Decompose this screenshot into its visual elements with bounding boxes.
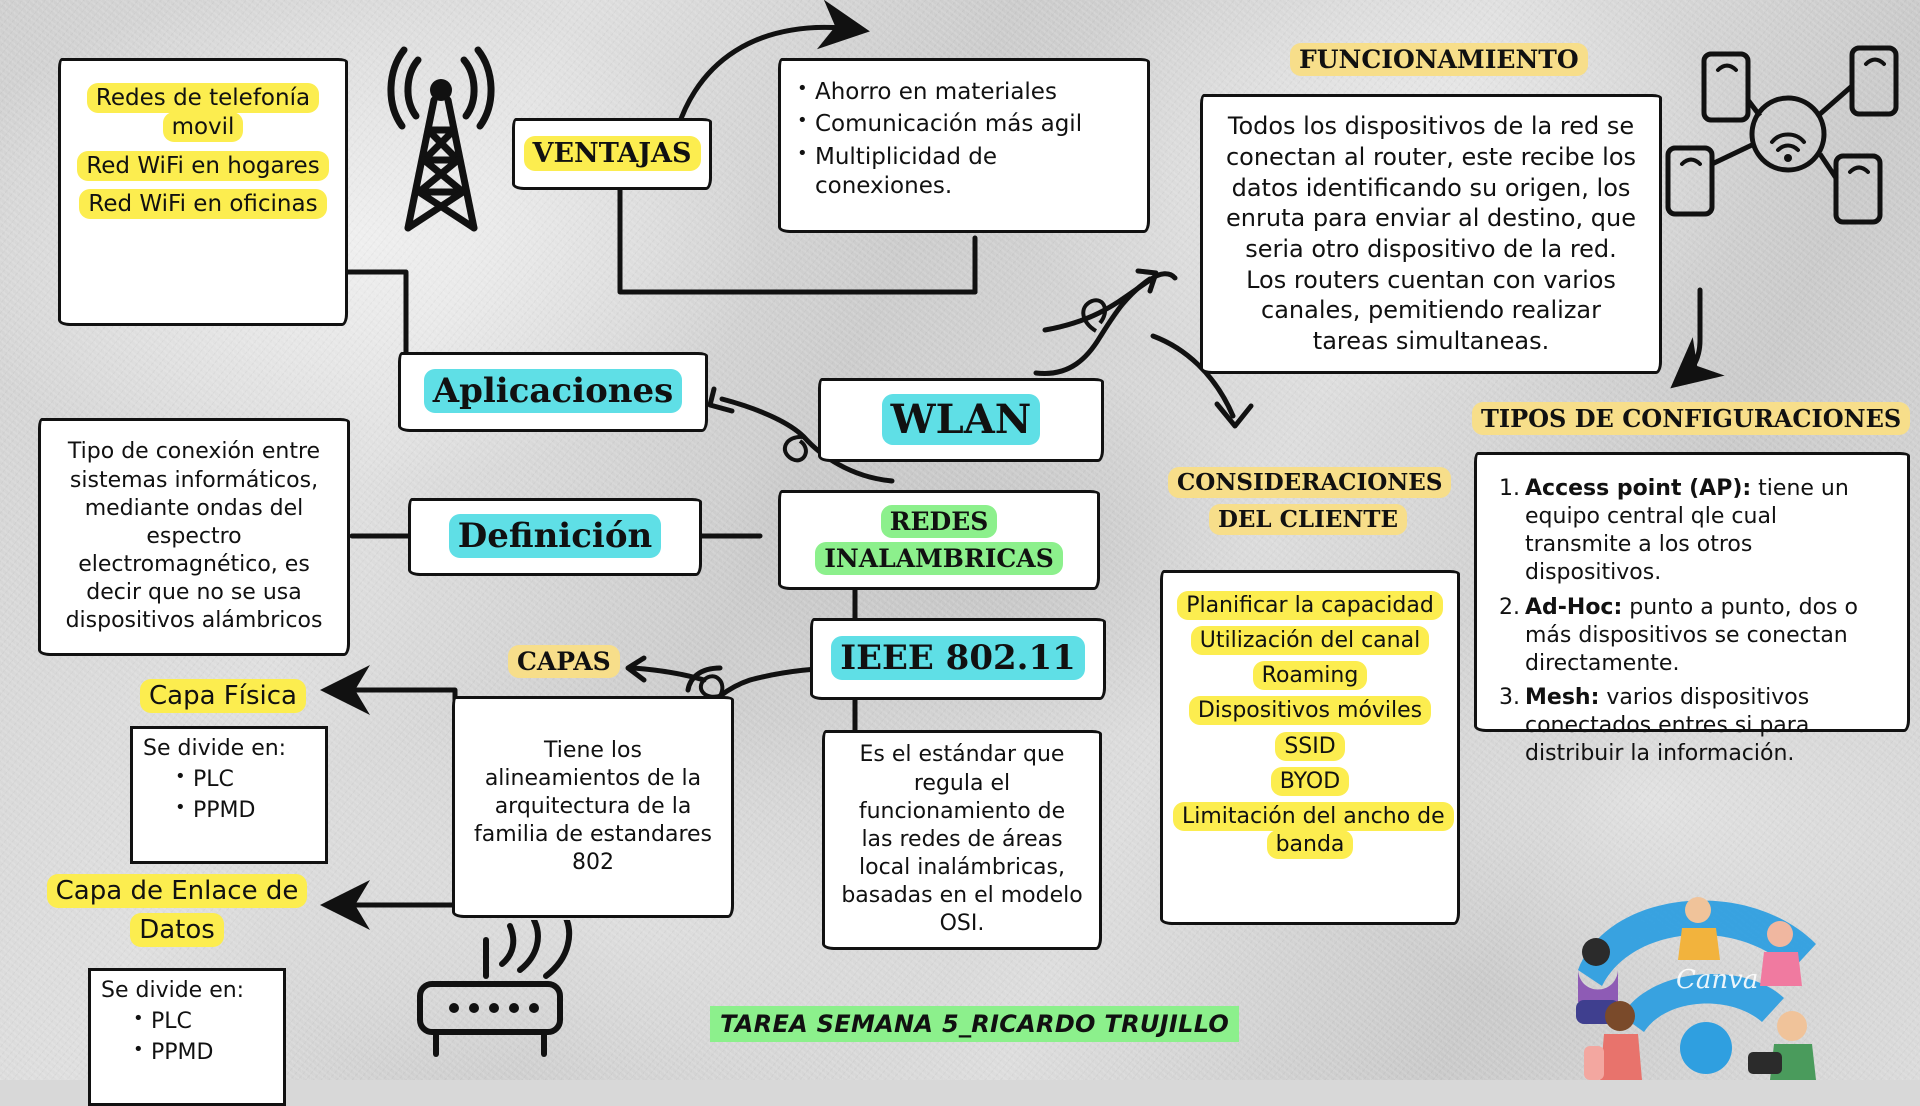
consideracion-item: Planificar la capacidad xyxy=(1177,591,1443,620)
capa-enlace-label: Capa de Enlace de Datos xyxy=(32,872,322,950)
ieee-body: Es el estándar que regula el funcionamie… xyxy=(841,742,1083,937)
capas-body: Tiene los alineamientos de la arquitectu… xyxy=(473,737,712,876)
ventajas-item: Multiplicidad de conexiones. xyxy=(793,142,1131,202)
connected-devices-icon xyxy=(1665,45,1899,225)
capa-fisica-label: Capa Física xyxy=(140,679,306,713)
ventajas-list-box: Ahorro en materiales Comunicación más ag… xyxy=(778,58,1150,233)
capa-fisica-intro: Se divide en: xyxy=(143,736,287,761)
funcionamiento-box: Todos los dispositivos de la red se cone… xyxy=(1200,94,1662,374)
capa-fisica-item: PPMD xyxy=(171,796,315,825)
arrow-wlan-to-consideraciones xyxy=(1150,333,1254,429)
arrow-redes-to-aplicaciones xyxy=(707,386,895,484)
people-wifi-illustration: Canva xyxy=(1576,897,1816,1080)
configuracion-desc: varios dispositivos conectados entres si… xyxy=(1525,685,1810,767)
configuracion-item: Access point (AP): tiene un equipo centr… xyxy=(1499,475,1889,588)
consideracion-item: SSID xyxy=(1275,731,1345,761)
footer-label: TAREA SEMANA 5_RICARDO TRUJILLO xyxy=(710,1006,1240,1042)
consideracion-item: Dispositivos móviles xyxy=(1188,696,1432,726)
radio-tower-icon xyxy=(387,46,495,232)
arrow-wlan-to-funcionamiento xyxy=(1033,268,1159,377)
consideraciones-box: Planificar la capacidad Utilización del … xyxy=(1160,570,1460,925)
capas-title: CAPAS xyxy=(508,645,620,678)
aplicaciones-label: Aplicaciones xyxy=(423,369,683,414)
definicion-text-box: Tipo de conexión entre sistemas informát… xyxy=(38,418,350,656)
capas-text-box: Tiene los alineamientos de la arquitectu… xyxy=(452,696,734,918)
ieee-text-box: Es el estándar que regula el funcionamie… xyxy=(822,730,1102,950)
wlan-label: WLAN xyxy=(881,394,1041,446)
configuracion-term: Mesh: xyxy=(1525,685,1600,711)
wlan-node: WLAN xyxy=(818,378,1104,462)
configuracion-desc: punto a punto, dos o más dispositivos se… xyxy=(1525,594,1858,676)
configuracion-item: Mesh: varios dispositivos conectados ent… xyxy=(1499,684,1889,768)
applications-box: Redes de telefonía movil Red WiFi en hog… xyxy=(58,58,348,326)
aplicaciones-node: Aplicaciones xyxy=(398,352,708,432)
consideracion-item: Limitación del ancho de banda xyxy=(1173,801,1454,860)
configuraciones-box: Access point (AP): tiene un equipo centr… xyxy=(1474,452,1910,766)
funcionamiento-title: FUNCIONAMIENTO xyxy=(1290,43,1588,76)
wifi-router-icon xyxy=(417,920,573,1057)
capa-fisica-item: PLC xyxy=(171,765,315,794)
ventajas-item: Ahorro en materiales xyxy=(793,77,1131,107)
svg-text:Canva: Canva xyxy=(1676,965,1758,995)
capa-enlace-item: PPMD xyxy=(129,1038,273,1067)
capa-enlace-intro: Se divide en: xyxy=(101,978,245,1003)
application-item-1: Red WiFi en hogares xyxy=(77,150,329,181)
capa-enlace-box: Se divide en: PLC PPMD xyxy=(88,968,286,1106)
configuracion-term: Access point (AP): xyxy=(1525,476,1752,501)
capa-fisica-box: Se divide en: PLC PPMD xyxy=(130,726,328,864)
configuracion-item: Ad-Hoc: punto a punto, dos o más disposi… xyxy=(1499,594,1889,678)
ieee-label: IEEE 802.11 xyxy=(831,636,1085,681)
ventajas-label-box: VENTAJAS xyxy=(512,118,712,190)
configuraciones-title: TIPOS DE CONFIGURACIONES xyxy=(1472,402,1911,435)
definicion-label: Definición xyxy=(448,514,662,559)
ieee-node: IEEE 802.11 xyxy=(810,618,1106,700)
definicion-node: Definición xyxy=(408,498,702,576)
definicion-body: Tipo de conexión entre sistemas informát… xyxy=(65,439,323,634)
consideracion-item: BYOD xyxy=(1270,766,1350,796)
funcionamiento-body: Todos los dispositivos de la red se cone… xyxy=(1225,112,1637,356)
consideracion-item: Utilización del canal xyxy=(1190,626,1430,656)
configuracion-term: Ad-Hoc: xyxy=(1525,594,1623,620)
ventajas-title: VENTAJAS xyxy=(523,135,701,171)
capa-enlace-item: PLC xyxy=(129,1007,273,1036)
redes-label-line2: INALAMBRICAS xyxy=(815,541,1063,575)
consideracion-item: Roaming xyxy=(1252,661,1368,691)
application-item-0: Redes de telefonía movil xyxy=(86,83,320,143)
ventajas-item: Comunicación más agil xyxy=(793,109,1131,139)
redes-label-line1: REDES xyxy=(880,504,998,538)
configuracion-desc: tiene un equipo central qle cual transmi… xyxy=(1525,476,1849,586)
redes-inalambricas-node: REDES INALAMBRICAS xyxy=(778,490,1100,590)
consideraciones-title: CONSIDERACIONES DEL CLIENTE xyxy=(1168,467,1452,536)
application-item-2: Red WiFi en oficinas xyxy=(79,189,327,220)
